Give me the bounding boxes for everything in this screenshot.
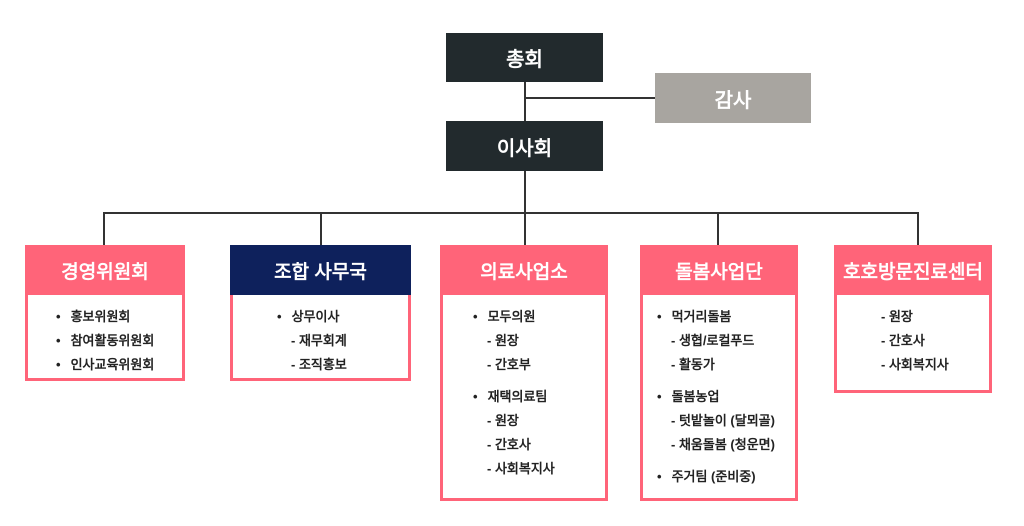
department-items: 원장간호사사회복지사 bbox=[837, 295, 989, 377]
list-item: 채움돌봄 (청운면) bbox=[657, 433, 795, 457]
list-item: 먹거리돌봄 bbox=[657, 305, 795, 329]
list-item: 돌봄농업 bbox=[657, 385, 795, 409]
department-title: 경영위원회 bbox=[25, 245, 185, 295]
list-item: 간호사 bbox=[867, 329, 989, 353]
department-box: 호호방문진료센터원장간호사사회복지사 bbox=[834, 245, 992, 393]
department-title: 의료사업소 bbox=[440, 245, 608, 295]
list-item: 참여활동위원회 bbox=[56, 329, 182, 353]
department-title: 돌봄사업단 bbox=[640, 245, 798, 295]
list-item: 사회복지사 bbox=[473, 457, 605, 481]
list-item: 간호사 bbox=[473, 433, 605, 457]
connector-line bbox=[320, 212, 322, 246]
connector-line bbox=[917, 212, 919, 246]
list-item: 주거팀 (준비중) bbox=[657, 465, 795, 489]
list-item: 텃밭놀이 (달뫼골) bbox=[657, 409, 795, 433]
department-title: 호호방문진료센터 bbox=[834, 245, 992, 295]
connector-line bbox=[524, 212, 526, 246]
list-item: 생협/로컬푸드 bbox=[657, 329, 795, 353]
connector-line bbox=[524, 97, 655, 99]
auditor-box: 감사 bbox=[655, 73, 811, 123]
connector-line bbox=[717, 212, 719, 246]
department-title: 조합 사무국 bbox=[230, 245, 411, 295]
list-item: 원장 bbox=[867, 305, 989, 329]
list-item: 모두의원 bbox=[473, 305, 605, 329]
connector-line bbox=[103, 212, 105, 246]
list-item: 간호부 bbox=[473, 353, 605, 377]
list-item: 홍보위원회 bbox=[56, 305, 182, 329]
list-item: 인사교육위원회 bbox=[56, 353, 182, 377]
list-item: 원장 bbox=[473, 409, 605, 433]
department-box: 경영위원회홍보위원회참여활동위원회인사교육위원회 bbox=[25, 245, 185, 381]
list-item: 상무이사 bbox=[277, 305, 408, 329]
department-items: 홍보위원회참여활동위원회인사교육위원회 bbox=[28, 295, 182, 377]
department-box: 돌봄사업단먹거리돌봄생협/로컬푸드활동가돌봄농업텃밭놀이 (달뫼골)채움돌봄 (… bbox=[640, 245, 798, 501]
list-item: 활동가 bbox=[657, 353, 795, 377]
list-item: 재택의료팀 bbox=[473, 385, 605, 409]
list-item: 원장 bbox=[473, 329, 605, 353]
department-box: 조합 사무국상무이사재무회계조직홍보 bbox=[230, 245, 411, 381]
list-item: 재무회계 bbox=[277, 329, 408, 353]
department-items: 먹거리돌봄생협/로컬푸드활동가돌봄농업텃밭놀이 (달뫼골)채움돌봄 (청운면) 주… bbox=[643, 295, 795, 489]
general-assembly-box: 총회 bbox=[446, 33, 603, 82]
list-item: 사회복지사 bbox=[867, 353, 989, 377]
department-items: 상무이사재무회계조직홍보 bbox=[233, 295, 408, 377]
board-box: 이사회 bbox=[446, 121, 603, 171]
department-items: 모두의원원장간호부재택의료팀원장간호사사회복지사 bbox=[443, 295, 605, 481]
connector-line bbox=[103, 212, 919, 214]
department-box: 의료사업소모두의원원장간호부재택의료팀원장간호사사회복지사 bbox=[440, 245, 608, 501]
list-item: 조직홍보 bbox=[277, 353, 408, 377]
